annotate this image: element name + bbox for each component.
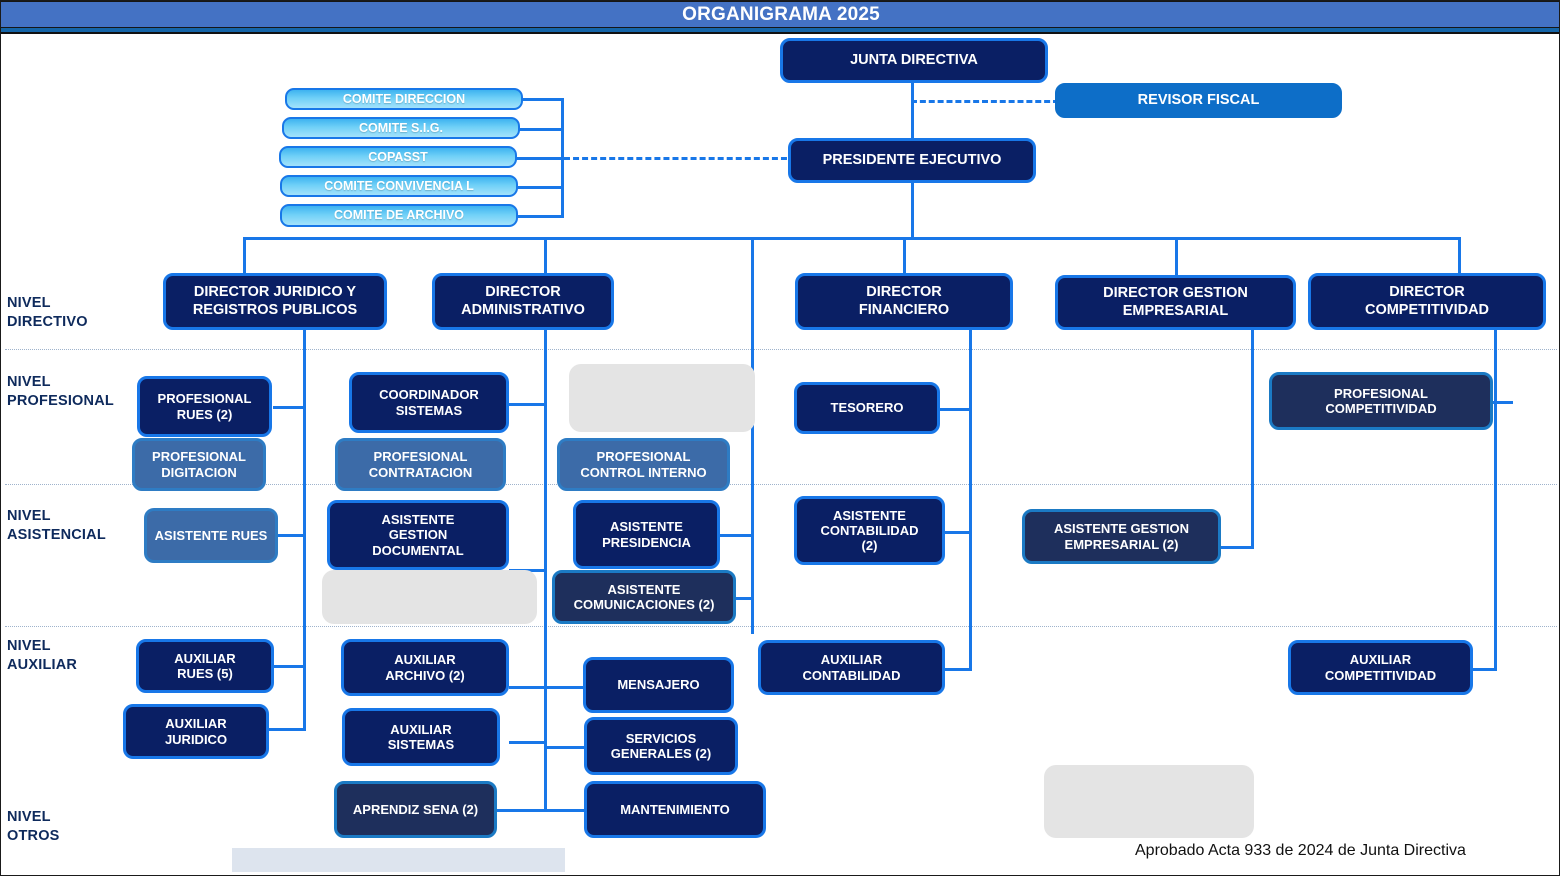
connector-gestion-asistente bbox=[1217, 546, 1254, 549]
level-label-auxiliar: NIVEL AUXILIAR bbox=[7, 638, 78, 673]
connector-director-bus bbox=[243, 237, 1461, 240]
connector-drop-competitividad bbox=[1458, 237, 1461, 276]
connector-presidente-comites-dashed bbox=[564, 157, 796, 160]
connector-admin-auxiliar-archivo bbox=[509, 686, 547, 689]
node-asistente-rues[interactable]: ASISTENTE RUES bbox=[144, 508, 278, 563]
connector-comite-sig-stub bbox=[519, 128, 564, 131]
level-label-otros: NIVEL OTROS bbox=[7, 809, 60, 844]
level-label-directivo: NIVEL DIRECTIVO bbox=[7, 295, 88, 330]
node-profesional-rues[interactable]: PROFESIONAL RUES (2) bbox=[137, 376, 272, 437]
connector-drop-gestion bbox=[1175, 237, 1178, 276]
level-rule-profesional bbox=[5, 484, 1557, 485]
spine-director-competitividad bbox=[1494, 330, 1497, 668]
node-comite-archivo[interactable]: COMITE DE ARCHIVO bbox=[280, 204, 518, 227]
connector-admin-auxiliar-sistemas bbox=[509, 741, 547, 744]
node-comite-direccion[interactable]: COMITE DIRECCION bbox=[285, 88, 523, 110]
connector-juridico-asistente-rues bbox=[262, 534, 306, 537]
connector-admin-aprendiz-sena bbox=[495, 809, 547, 812]
node-aprendiz-sena[interactable]: APRENDIZ SENA (2) bbox=[334, 781, 497, 838]
connector-juridico-profesional-rues bbox=[273, 406, 306, 409]
connector-junta-presidente bbox=[911, 76, 914, 158]
node-auxiliar-contabilidad[interactable]: AUXILIAR CONTABILIDAD bbox=[758, 640, 945, 695]
title-underline bbox=[1, 28, 1559, 34]
node-profesional-control-interno[interactable]: PROFESIONAL CONTROL INTERNO bbox=[557, 438, 730, 491]
spine-director-financiero bbox=[969, 330, 972, 668]
placeholder-shape-3 bbox=[1044, 765, 1254, 838]
approval-note: Aprobado Acta 933 de 2024 de Junta Direc… bbox=[1135, 842, 1466, 859]
connector-comite-convivencia-stub bbox=[517, 186, 564, 189]
node-director-financiero[interactable]: DIRECTOR FINANCIERO bbox=[795, 273, 1013, 330]
connector-juridico-auxiliar-rues bbox=[273, 665, 306, 668]
node-comite-convivencia[interactable]: COMITE CONVIVENCIA L bbox=[280, 175, 518, 197]
node-tesorero[interactable]: TESORERO bbox=[794, 382, 940, 434]
node-comite-sig[interactable]: COMITE S.I.G. bbox=[282, 117, 520, 139]
node-auxiliar-rues[interactable]: AUXILIAR RUES (5) bbox=[136, 639, 274, 693]
connector-drop-administrativo bbox=[544, 237, 547, 276]
node-copasst[interactable]: COPASST bbox=[279, 146, 517, 168]
node-presidente-ejecutivo[interactable]: PRESIDENTE EJECUTIVO bbox=[788, 138, 1036, 183]
node-revisor-fiscal[interactable]: REVISOR FISCAL bbox=[1055, 83, 1342, 118]
node-asistente-gestion-documental[interactable]: ASISTENTE GESTION DOCUMENTAL bbox=[327, 500, 509, 570]
node-asistente-comunicaciones[interactable]: ASISTENTE COMUNICACIONES (2) bbox=[552, 570, 736, 624]
node-coordinador-sistemas[interactable]: COORDINADOR SISTEMAS bbox=[349, 372, 509, 433]
connector-juridico-auxiliar-juridico bbox=[265, 728, 306, 731]
connector-financiero-tesorero bbox=[936, 408, 972, 411]
connector-copasst-stub bbox=[516, 157, 564, 160]
level-label-profesional: NIVEL PROFESIONAL bbox=[7, 374, 114, 409]
footer-strip-left bbox=[232, 848, 565, 872]
connector-comite-direccion-stub bbox=[522, 98, 564, 101]
node-auxiliar-juridico[interactable]: AUXILIAR JURIDICO bbox=[123, 704, 269, 759]
node-asistente-presidencia[interactable]: ASISTENTE PRESIDENCIA bbox=[573, 500, 720, 569]
connector-presidente-down bbox=[911, 178, 914, 239]
node-profesional-competitividad[interactable]: PROFESIONAL COMPETITIVIDAD bbox=[1269, 372, 1493, 430]
node-profesional-contratacion[interactable]: PROFESIONAL CONTRATACION bbox=[335, 438, 506, 491]
node-asistente-gestion-empresarial[interactable]: ASISTENTE GESTION EMPRESARIAL (2) bbox=[1022, 509, 1221, 564]
connector-admin-servicios-generales bbox=[544, 746, 584, 749]
spine-director-gestion bbox=[1251, 330, 1254, 548]
connector-financiero-asistente-contabilidad bbox=[936, 531, 972, 534]
connector-admin-coordinador-sistemas bbox=[509, 403, 547, 406]
connector-admin-mensajero bbox=[544, 686, 584, 689]
level-label-asistencial: NIVEL ASISTENCIAL bbox=[7, 508, 106, 543]
level-rule-directivo bbox=[5, 349, 1557, 350]
node-profesional-digitacion[interactable]: PROFESIONAL DIGITACION bbox=[132, 438, 266, 491]
connector-competitividad-auxiliar bbox=[1469, 668, 1497, 671]
connector-presidencia-asistente bbox=[711, 534, 754, 537]
node-auxiliar-archivo[interactable]: AUXILIAR ARCHIVO (2) bbox=[341, 639, 509, 696]
node-servicios-generales[interactable]: SERVICIOS GENERALES (2) bbox=[584, 717, 738, 775]
spine-presidencia bbox=[751, 237, 754, 634]
node-director-gestion-empresarial[interactable]: DIRECTOR GESTION EMPRESARIAL bbox=[1055, 275, 1296, 330]
level-rule-asistencial bbox=[5, 626, 1557, 627]
node-junta-directiva[interactable]: JUNTA DIRECTIVA bbox=[780, 38, 1048, 83]
connector-drop-juridico bbox=[243, 237, 246, 276]
connector-drop-financiero bbox=[903, 237, 906, 276]
node-auxiliar-competitividad[interactable]: AUXILIAR COMPETITIVIDAD bbox=[1288, 640, 1473, 695]
node-mensajero[interactable]: MENSAJERO bbox=[583, 657, 734, 713]
connector-comite-archivo-stub bbox=[517, 215, 564, 218]
node-director-competitividad[interactable]: DIRECTOR COMPETITIVIDAD bbox=[1308, 273, 1546, 330]
placeholder-shape-1 bbox=[569, 364, 755, 432]
spine-director-juridico bbox=[303, 330, 306, 728]
node-asistente-contabilidad[interactable]: ASISTENTE CONTABILIDAD (2) bbox=[794, 496, 945, 565]
connector-admin-mantenimiento bbox=[544, 809, 584, 812]
connector-competitividad-profesional bbox=[1491, 401, 1513, 404]
node-director-juridico[interactable]: DIRECTOR JURIDICO Y REGISTROS PUBLICOS bbox=[163, 273, 387, 330]
org-chart-canvas: NIVEL DIRECTIVO NIVEL PROFESIONAL NIVEL … bbox=[1, 36, 1559, 875]
node-director-administrativo[interactable]: DIRECTOR ADMINISTRATIVO bbox=[432, 273, 614, 330]
page-title: ORGANIGRAMA 2025 bbox=[682, 3, 880, 25]
page-title-bar: ORGANIGRAMA 2025 bbox=[1, 1, 1559, 28]
placeholder-shape-2 bbox=[322, 570, 537, 624]
connector-financiero-auxiliar-contabilidad bbox=[936, 668, 972, 671]
connector-junta-revisor-dashed bbox=[911, 100, 1059, 103]
node-mantenimiento[interactable]: MANTENIMIENTO bbox=[584, 781, 766, 838]
node-auxiliar-sistemas[interactable]: AUXILIAR SISTEMAS bbox=[342, 708, 500, 766]
